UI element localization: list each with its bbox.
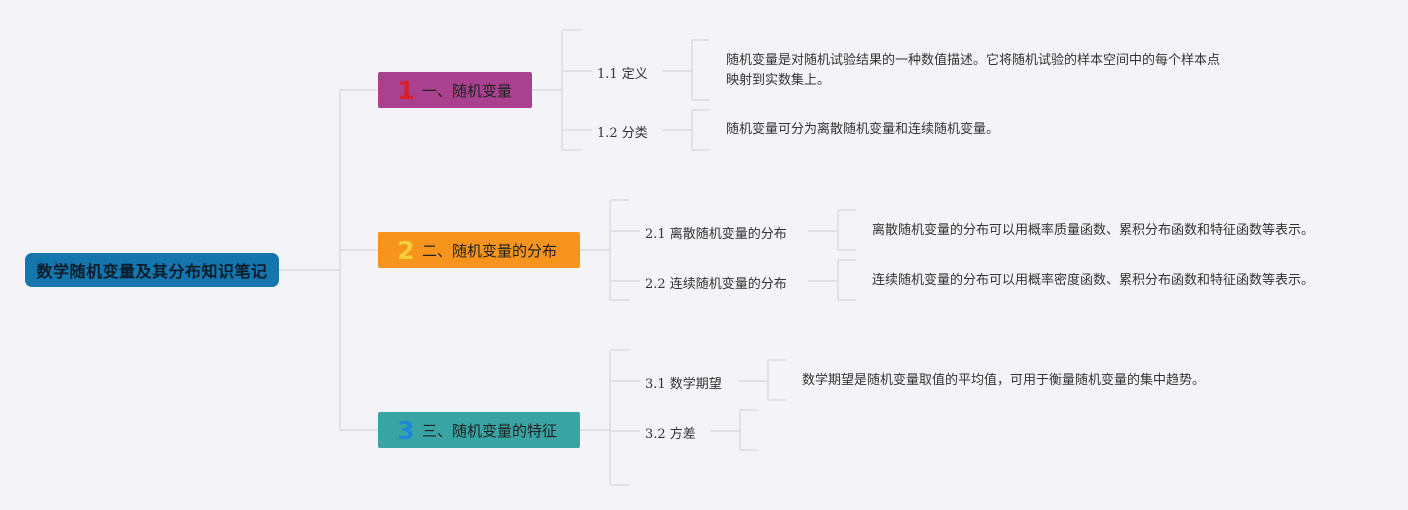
- branch-label: 一、随机变量: [422, 81, 513, 100]
- topic-label: 方差: [669, 427, 696, 442]
- root-node[interactable]: 数学随机变量及其分布知识笔记: [25, 253, 279, 287]
- topic-label: 数学期望: [669, 377, 722, 392]
- topic-number: 1.2: [597, 126, 618, 141]
- connector-1-1: [662, 39, 710, 101]
- connector-3-2: [710, 409, 758, 451]
- topic-label: 分类: [621, 126, 648, 141]
- branch-node-2[interactable]: 2 二、随机变量的分布: [378, 232, 580, 268]
- topic-number: 3.1: [645, 377, 666, 392]
- number-3-icon: 3: [397, 415, 415, 445]
- description-node-2-2[interactable]: 连续随机变量的分布可以用概率密度函数、累积分布函数和特征函数等表示。: [872, 273, 1315, 288]
- description-node-1-1[interactable]: 随机变量是对随机试验结果的一种数值描述。它将随机试验的样本空间中的每个样本点映射…: [726, 53, 1221, 88]
- number-2-icon: 2: [397, 235, 415, 265]
- topic-number: 1.1: [597, 67, 618, 82]
- branch-node-1[interactable]: 1 一、随机变量: [378, 72, 532, 108]
- number-1-icon: 1: [397, 75, 415, 105]
- connector-branch-3: [580, 349, 640, 486]
- connector-branch-2: [580, 199, 640, 301]
- root-label: 数学随机变量及其分布知识笔记: [36, 262, 268, 281]
- connector-3-1: [738, 359, 786, 401]
- topic-label: 连续随机变量的分布: [669, 277, 787, 292]
- topic-number: 2.2: [645, 277, 666, 292]
- topic-number: 2.1: [645, 227, 666, 242]
- branch-node-3[interactable]: 3 三、随机变量的特征: [378, 412, 580, 448]
- description-node-3-1[interactable]: 数学期望是随机变量取值的平均值，可用于衡量随机变量的集中趋势。: [802, 373, 1206, 388]
- connector-1-2: [662, 109, 710, 151]
- connector-2-2: [808, 259, 856, 301]
- connector-branch-1: [532, 29, 592, 151]
- description-node-2-1[interactable]: 离散随机变量的分布可以用概率质量函数、累积分布函数和特征函数等表示。: [872, 223, 1315, 238]
- branch-label: 二、随机变量的分布: [422, 241, 558, 260]
- branch-label: 三、随机变量的特征: [422, 421, 558, 440]
- description-node-1-2[interactable]: 随机变量可分为离散随机变量和连续随机变量。: [726, 122, 1000, 137]
- connector-2-1: [808, 209, 856, 251]
- topic-number: 3.2: [645, 427, 666, 442]
- connector-root-branches: [279, 89, 378, 431]
- topic-label: 定义: [621, 67, 648, 82]
- topic-label: 离散随机变量的分布: [669, 227, 787, 242]
